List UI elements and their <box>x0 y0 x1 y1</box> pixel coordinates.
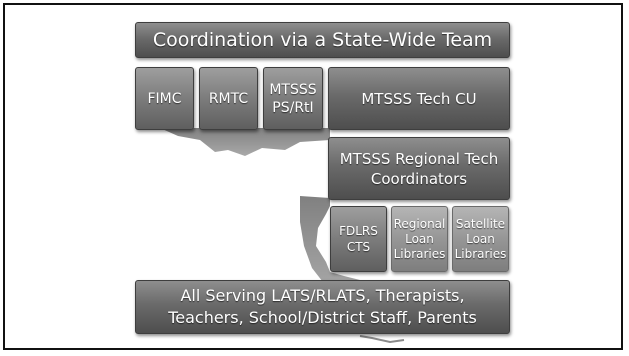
fdlrs-cts-label: FDLRS CTS <box>339 224 378 254</box>
mtsss-ps-rti-box: MTSSS PS/RtI <box>263 67 323 130</box>
fdlrs-cts-box: FDLRS CTS <box>330 206 387 272</box>
statewide-team-label: Coordination via a State-Wide Team <box>152 29 493 51</box>
fimc-label: FIMC <box>147 90 182 107</box>
regional-loan-libraries-box: Regional Loan Libraries <box>391 206 448 272</box>
rmtc-label: RMTC <box>208 90 249 107</box>
mtsss-ps-rti-label: MTSSS PS/RtI <box>269 81 317 116</box>
satellite-loan-libraries-box: Satellite Loan Libraries <box>452 206 509 272</box>
all-serving-label: All Serving LATS/RLATS, Therapists, Teac… <box>168 286 477 327</box>
mtsss-tech-cu-box: MTSSS Tech CU <box>328 67 510 130</box>
satellite-loan-libraries-label: Satellite Loan Libraries <box>454 216 507 261</box>
fimc-box: FIMC <box>135 67 194 130</box>
rmtc-box: RMTC <box>199 67 258 130</box>
mtsss-tech-cu-label: MTSSS Tech CU <box>361 89 477 108</box>
regional-tech-coordinators-box: MTSSS Regional Tech Coordinators <box>328 137 510 200</box>
regional-loan-libraries-label: Regional Loan Libraries <box>393 216 446 261</box>
regional-tech-coordinators-label: MTSSS Regional Tech Coordinators <box>339 149 499 188</box>
statewide-team-banner: Coordination via a State-Wide Team <box>135 22 510 58</box>
all-serving-banner: All Serving LATS/RLATS, Therapists, Teac… <box>135 280 510 334</box>
